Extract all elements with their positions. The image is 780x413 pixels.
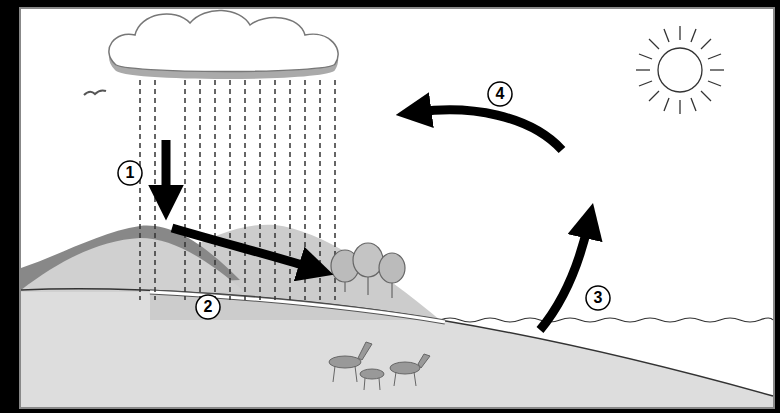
- hill-front: [21, 238, 245, 292]
- bird: [84, 90, 106, 95]
- precipitation-arrow: [162, 140, 171, 198]
- condensation-arrow: [418, 110, 562, 150]
- callout-number: 4: [487, 81, 513, 107]
- process-arrows: [166, 110, 588, 330]
- rain: [140, 80, 335, 300]
- runoff-arrow: [172, 228, 312, 268]
- river: [150, 292, 445, 322]
- frame: [20, 8, 774, 408]
- callout-number: 3: [585, 285, 611, 311]
- cloud: [109, 10, 338, 79]
- ocean: [440, 320, 773, 396]
- evaporation-arrow: [540, 225, 588, 330]
- callout-number: 1: [117, 160, 143, 186]
- callout-number: 2: [195, 294, 221, 320]
- trees: [331, 243, 405, 298]
- river-bank: [150, 292, 445, 322]
- sun: [636, 26, 724, 114]
- ground-line: [21, 289, 773, 396]
- callout-circles: [118, 82, 610, 319]
- deer: [329, 342, 430, 390]
- wave-line: [440, 318, 773, 322]
